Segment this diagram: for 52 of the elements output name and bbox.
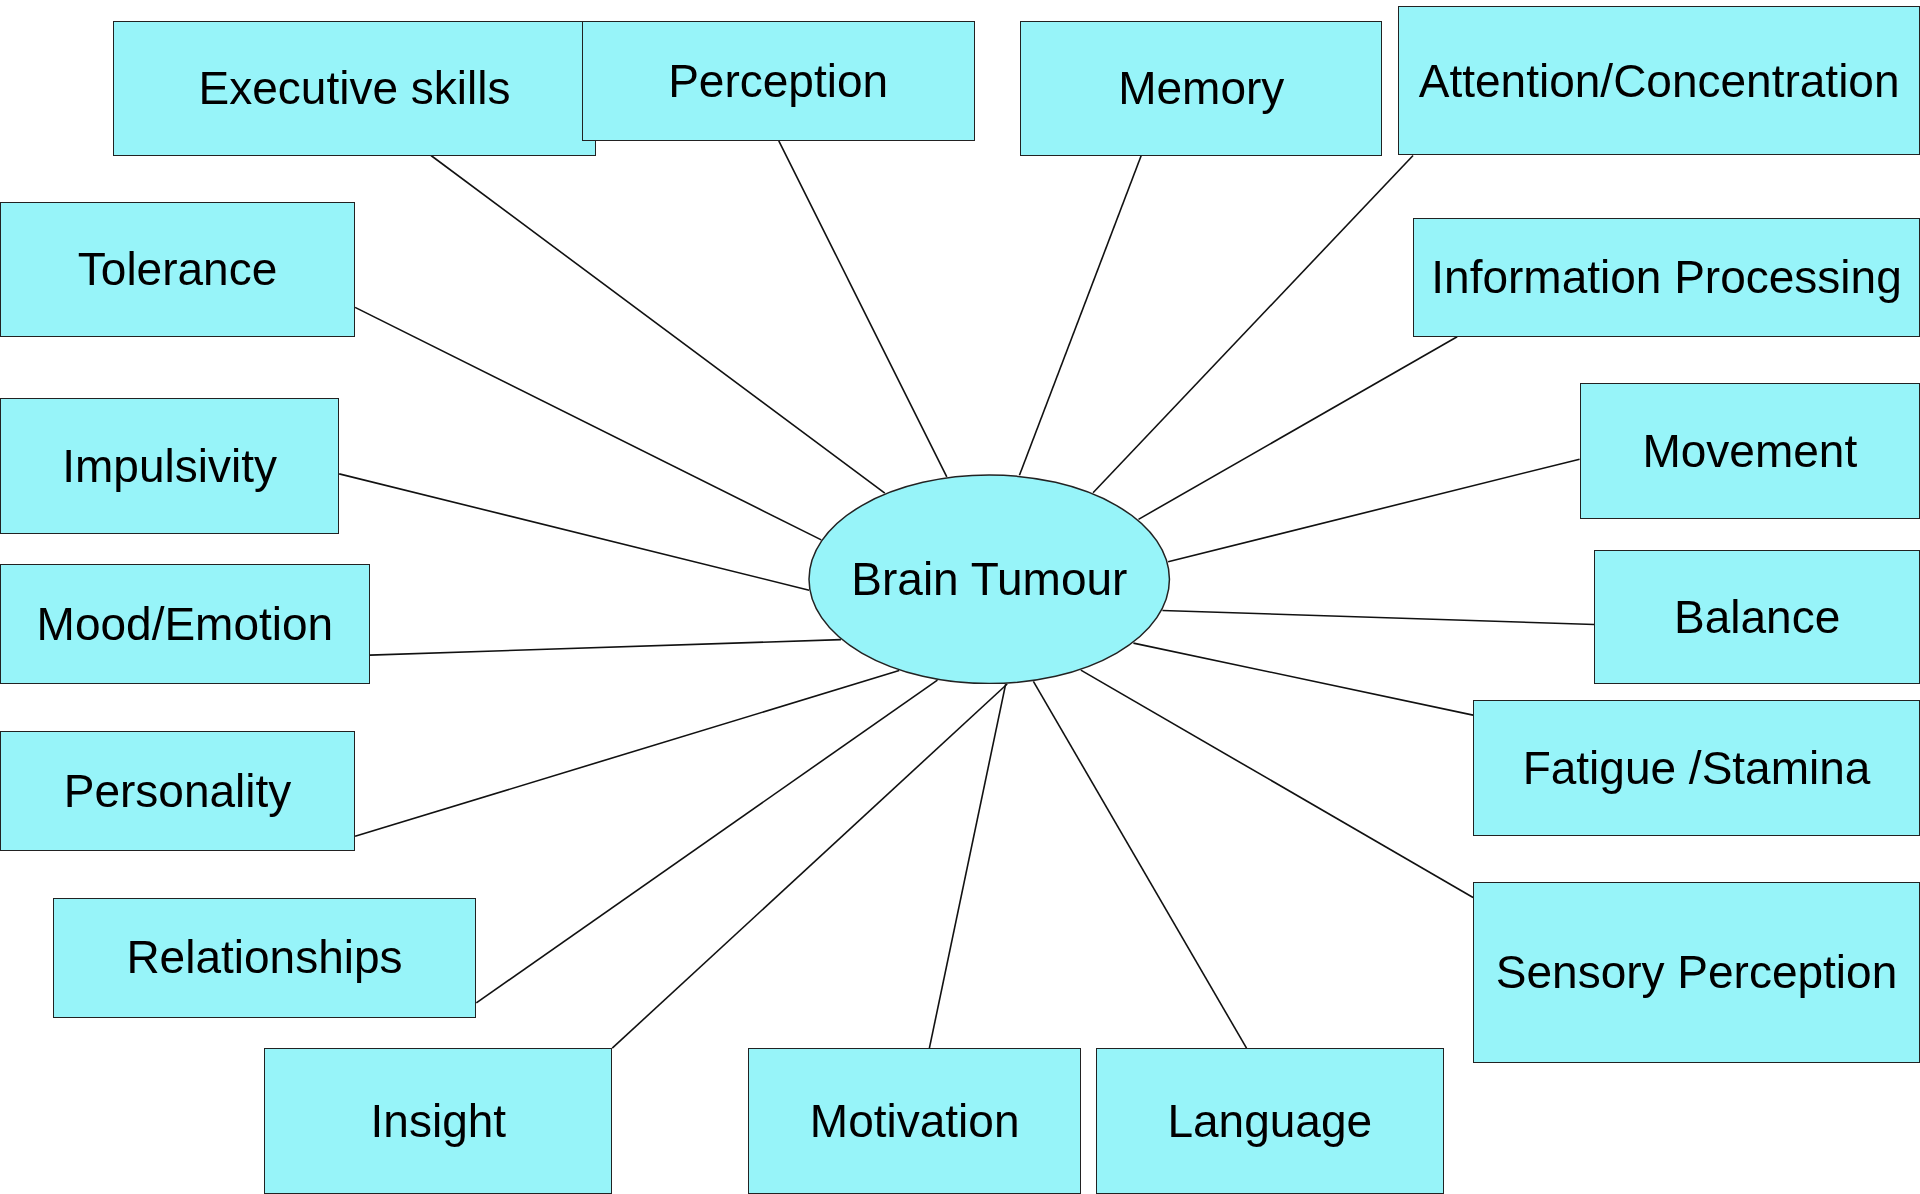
connector-line: [369, 638, 842, 656]
topic-box: [581, 20, 975, 141]
node-label: Motivation: [809, 1095, 1020, 1147]
topic-box: [1413, 217, 1920, 337]
topic-box: [0, 397, 340, 534]
node-label: Balance: [1674, 591, 1841, 643]
connector-line: [354, 669, 900, 838]
topic-box: [0, 731, 356, 851]
topic-box: [1398, 6, 1920, 156]
connector-line: [1018, 154, 1142, 477]
node-label: Tolerance: [77, 244, 278, 295]
connector-line: [338, 473, 810, 591]
topic-box: [0, 564, 370, 685]
node-label: Impulsivity: [62, 440, 277, 492]
connector-line: [430, 154, 886, 494]
topic-box: [1473, 700, 1920, 837]
node-label: Mood/Emotion: [36, 599, 334, 650]
node-label: Executive skills: [198, 62, 511, 114]
connector-line: [1080, 669, 1474, 899]
connector-line: [1032, 680, 1248, 1049]
connector-line: [611, 683, 1008, 1049]
topic-box: [52, 897, 477, 1018]
connector-line: [778, 140, 948, 478]
topic-box: [1594, 549, 1920, 685]
node-label: Attention/Concentration: [1418, 55, 1900, 107]
topic-box: [1579, 383, 1920, 520]
node-label: Insight: [370, 1095, 507, 1147]
topic-box: [748, 1048, 1082, 1194]
connector-line: [1161, 609, 1596, 626]
topic-box: [264, 1048, 613, 1194]
topic-box: [1473, 881, 1920, 1063]
topic-box: [1095, 1048, 1444, 1194]
node-label: Memory: [1118, 62, 1285, 114]
node-label: Perception: [668, 55, 889, 107]
node-label: Language: [1167, 1095, 1373, 1147]
node-label: Sensory Perception: [1495, 946, 1898, 998]
connector-line: [1167, 458, 1581, 563]
node-label: Information Processing: [1431, 252, 1902, 303]
topic-box: [112, 20, 597, 156]
node-label: Brain Tumour: [851, 553, 1128, 605]
node-label: Personality: [63, 765, 292, 817]
connector-line: [1132, 642, 1474, 716]
topic-box: [0, 202, 356, 337]
connector-line: [928, 683, 1007, 1049]
connector-line: [354, 306, 823, 541]
connector-line: [1092, 154, 1414, 494]
node-label: Fatigue /Stamina: [1522, 743, 1871, 794]
node-label: Movement: [1642, 425, 1858, 477]
topic-box: [1020, 20, 1383, 156]
connector-line: [475, 679, 939, 1004]
connector-line: [1137, 335, 1458, 521]
node-label: Relationships: [126, 932, 403, 983]
